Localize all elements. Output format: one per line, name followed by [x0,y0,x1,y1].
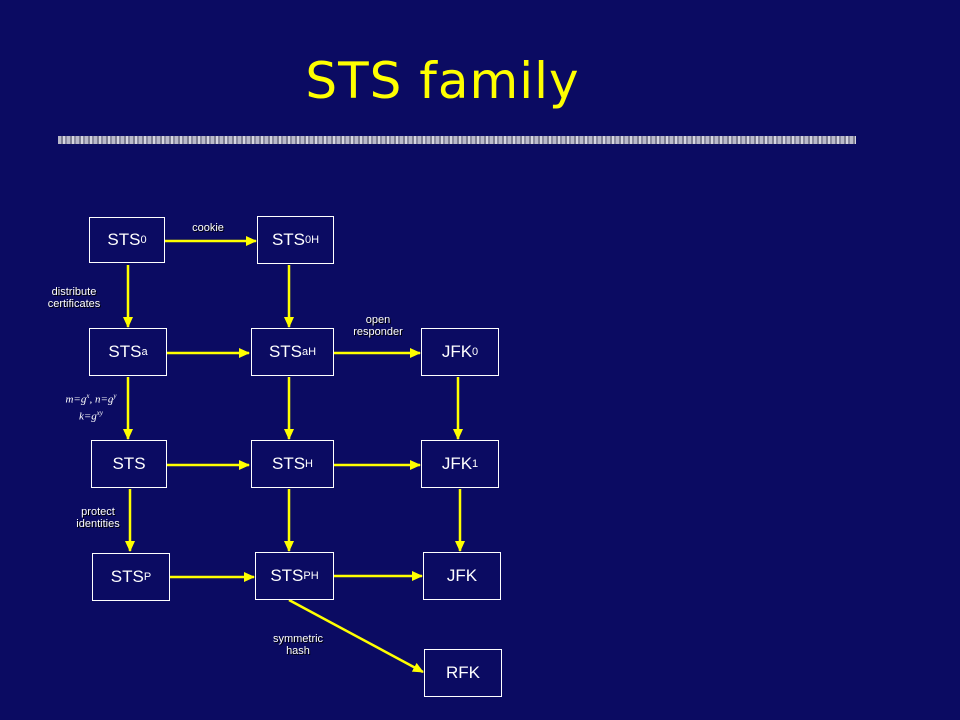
label-open-line2: responder [353,326,403,338]
node-stsh-label: STS [271,454,306,473]
label-symmetric-hash: symmetric hash [258,633,338,657]
node-sts: STS [91,440,167,488]
node-sts0-label: STS [107,230,141,249]
node-stsah-label: STS [268,342,302,361]
formula-line2: k=gxy [78,408,104,423]
label-protect-identities: protect identities [60,506,136,530]
label-open-responder: open responder [340,314,416,338]
node-sts0h-label: STS [271,230,305,249]
node-jfk1-label: JFK [441,454,473,473]
arrow-stsph-to-rfk [288,598,424,674]
node-jfk-label: JFK [446,566,478,585]
label-distribute-line1: distribute [51,286,97,298]
label-protect-line1: protect [81,506,115,518]
label-distribute-certificates: distribute certificates [30,286,118,310]
label-symmetric-line2: hash [286,645,310,657]
node-jfk0-label: JFK [441,342,473,361]
node-sts-label: STS [112,454,146,473]
node-stsp-label: STS [110,567,144,586]
node-stsa-label: STS [108,342,142,361]
label-protect-line2: identities [76,518,120,530]
label-symmetric-line1: symmetric [272,633,324,645]
formula-line1: m=gx, n=gy [65,392,117,406]
label-open-line1: open [365,314,391,326]
slide-title: STS family [305,52,580,110]
title-divider [58,136,856,144]
label-dh-formula: m=gx, n=gy k=gxy [54,390,128,423]
label-cookie: cookie [192,222,224,234]
node-jfk: JFK [423,552,501,600]
node-stsph-label: STS [270,566,304,585]
label-distribute-line2: certificates [47,298,101,310]
node-rfk: RFK [424,649,502,697]
node-rfk-label: RFK [446,663,480,682]
